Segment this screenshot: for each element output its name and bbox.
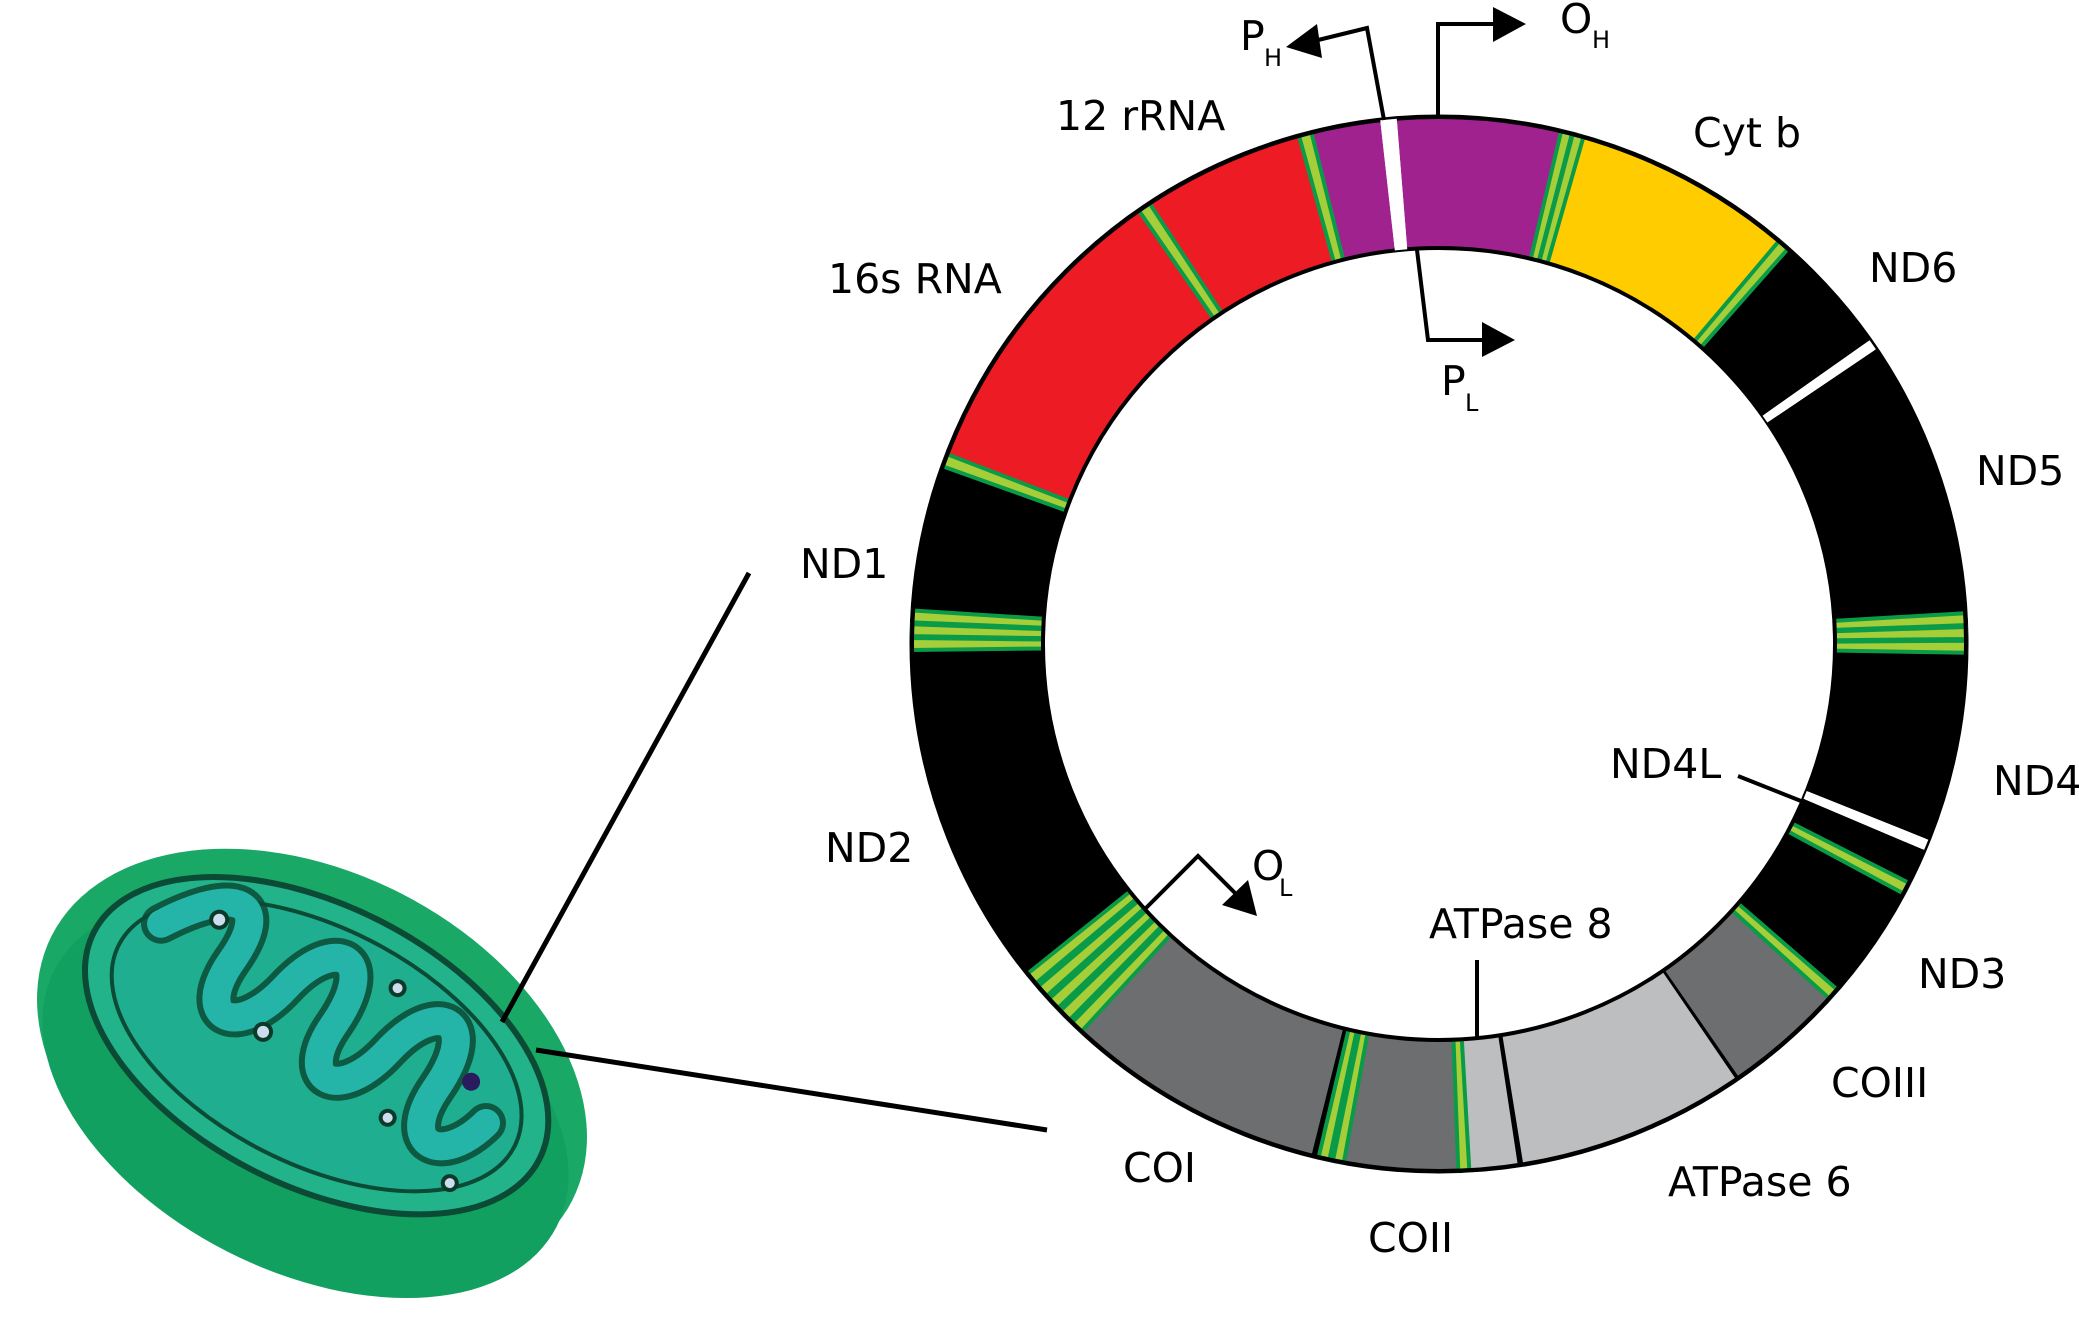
gene-segment-atpase6 <box>1500 970 1738 1165</box>
mtdna-dot <box>253 1021 274 1042</box>
gene-segment-atpase8 <box>1462 1035 1521 1171</box>
trna-band <box>1832 624 1968 643</box>
ph-arrow-line <box>1309 25 1386 121</box>
label-cyt-b: Cyt b <box>1693 109 1801 157</box>
gene-segment-nd2 <box>911 468 1127 969</box>
label-nd4l: ND4L <box>1610 740 1721 788</box>
oh-arrow-head <box>1493 7 1526 42</box>
label-nd1: ND1 <box>800 540 888 588</box>
cristae-lumen <box>147 888 501 1161</box>
pl-arrow-line <box>1415 249 1486 342</box>
label-nd3: ND3 <box>1918 950 2006 998</box>
mtdna-highlight-dot <box>462 1072 481 1091</box>
label-ph-subscript: H <box>1264 44 1282 72</box>
noncoding-gap-overlay <box>1803 791 1929 850</box>
ph-arrow <box>1286 24 1386 121</box>
label-nd2: ND2 <box>825 824 913 872</box>
noncoding-gap-overlay <box>1762 340 1876 423</box>
label-ol: O <box>1252 842 1284 890</box>
ph-arrow-head <box>1286 24 1322 58</box>
zoom-line-upper <box>499 571 752 1024</box>
mtdna-ring <box>909 114 1969 1174</box>
pl-arrow-head <box>1482 322 1515 357</box>
label-coii: COII <box>1368 1214 1453 1262</box>
label-16s-rna: 16s RNA <box>828 255 1002 303</box>
ring-inner-outline <box>1041 246 1837 1042</box>
pl-arrow <box>1415 249 1515 357</box>
mtdna-dot <box>209 909 230 930</box>
gene-segment-rrna-12s <box>1150 134 1339 313</box>
label-pl-subscript: L <box>1465 389 1479 417</box>
ol-arrow <box>1144 853 1257 916</box>
ol-arrow-line <box>1144 853 1238 910</box>
gene-segment-cyt-b <box>1541 134 1780 342</box>
label-coi: COI <box>1123 1144 1196 1192</box>
label-pl: P <box>1441 357 1466 405</box>
oh-arrow <box>1436 7 1526 117</box>
mtdna-dot <box>378 1108 397 1127</box>
gene-segment-coii <box>1344 1033 1458 1171</box>
label-ph: P <box>1240 12 1265 60</box>
gene-segment-coi <box>1082 935 1344 1156</box>
label-atpase6: ATPase 6 <box>1668 1158 1852 1206</box>
label-atpase8: ATPase 8 <box>1429 900 1613 948</box>
gene-segment-coiii <box>1663 910 1830 1079</box>
label-nd6: ND6 <box>1869 244 1957 292</box>
label-nd4: ND4 <box>1993 757 2079 805</box>
mtdna-dot <box>388 979 407 998</box>
zoom-line-lower <box>535 1047 1048 1133</box>
gene-boundary <box>1498 1034 1524 1166</box>
label-nd5: ND5 <box>1976 447 2064 495</box>
trna-band <box>1832 638 1969 655</box>
gene-segment-control-region <box>1311 117 1563 260</box>
label-ol-subscript: L <box>1279 874 1293 902</box>
mitochondrion-illustration <box>37 848 587 1299</box>
gene-segment-rrna-16s <box>947 210 1214 501</box>
label-oh-subscript: H <box>1592 26 1610 54</box>
label-12-rrna: 12 rRNA <box>1056 92 1225 140</box>
gene-segment-nd5 <box>1763 341 1967 838</box>
label-oh: O <box>1560 0 1592 43</box>
label-coiii: COIII <box>1831 1059 1928 1107</box>
gene-boundary <box>1662 969 1740 1080</box>
mtdna-dot <box>440 1174 459 1193</box>
ol-arrow-head <box>1222 880 1257 916</box>
nd4l-leader-line <box>1737 774 1807 805</box>
noncoding-gap-overlay <box>1380 118 1408 251</box>
oh-arrow-line <box>1436 22 1497 117</box>
